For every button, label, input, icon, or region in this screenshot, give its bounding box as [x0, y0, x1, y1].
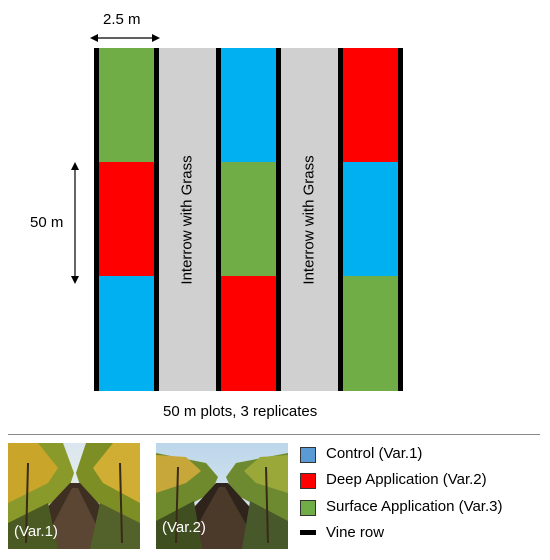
plot-col3-control: [342, 162, 398, 276]
section-divider: [8, 434, 540, 435]
photo-var1-label: (Var.1): [14, 523, 58, 540]
legend-swatch-surface: [300, 500, 316, 516]
vineyard-photo-var2: (Var.2): [156, 443, 288, 549]
plot-col2-control: [220, 48, 276, 162]
legend-label-surface: Surface Application (Var.3): [326, 498, 503, 515]
length-dimension-arrow: [71, 162, 79, 284]
length-label: 50 m: [30, 214, 64, 231]
plot-col1-deep: [98, 162, 154, 276]
legend-label-vine-row: Vine row: [326, 524, 385, 541]
legend-swatch-vine-row: [300, 530, 316, 535]
vineyard-photo-var1: (Var.1): [8, 443, 140, 549]
plot-layout: Interrow with Grass Interrow with Grass: [94, 48, 403, 391]
plot-col1-surface: [98, 48, 154, 162]
interrow-left-label: Interrow with Grass: [178, 154, 196, 285]
legend-swatch-deep: [300, 473, 316, 489]
plot-col2-surface: [220, 162, 276, 276]
width-label: 2.5 m: [103, 11, 141, 28]
plot-col3-deep: [342, 48, 398, 162]
interrow-grass-right: Interrow with Grass: [280, 48, 338, 391]
legend: Control (Var.1) Deep Application (Var.2)…: [300, 444, 540, 554]
vine-row-2: [154, 48, 159, 391]
vine-row-3: [216, 48, 221, 391]
legend-label-deep: Deep Application (Var.2): [326, 471, 487, 488]
legend-swatch-control: [300, 447, 316, 463]
vine-row-4: [276, 48, 281, 391]
width-dimension-arrow: [90, 34, 160, 42]
plot-col1-control: [98, 276, 154, 391]
plot-col2-deep: [220, 276, 276, 391]
interrow-grass-left: Interrow with Grass: [158, 48, 216, 391]
legend-label-control: Control (Var.1): [326, 445, 423, 462]
vine-row-6: [398, 48, 403, 391]
vine-row-1: [94, 48, 99, 391]
photo-var2-label: (Var.2): [162, 519, 206, 536]
diagram-caption: 50 m plots, 3 replicates: [163, 403, 318, 420]
interrow-right-label: Interrow with Grass: [300, 154, 318, 285]
vine-row-5: [338, 48, 343, 391]
plot-col3-surface: [342, 276, 398, 391]
